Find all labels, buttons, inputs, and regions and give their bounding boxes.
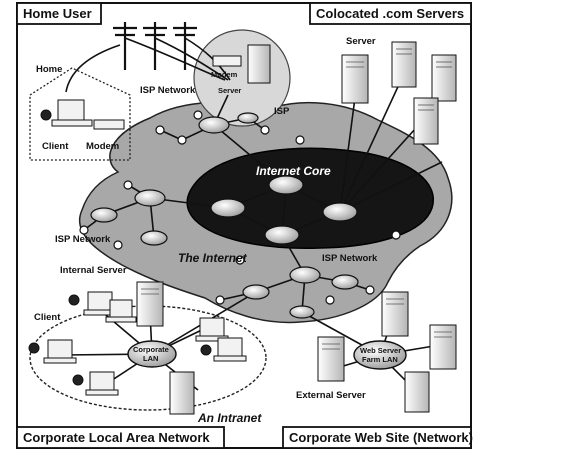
label-home-client: Client xyxy=(42,141,69,152)
client-workstations xyxy=(28,99,247,396)
label-web-server-farm-1: Web Server xyxy=(360,346,401,355)
modem-icons xyxy=(93,55,242,130)
label-internet-core: Internet Core xyxy=(256,164,331,178)
label-isp-network-left: ISP Network xyxy=(55,234,111,245)
label-isp-network-top: ISP Network xyxy=(140,85,196,96)
label-lan-client: Client xyxy=(34,312,61,323)
label-home: Home xyxy=(36,64,62,75)
corner-box-corporate-lan xyxy=(16,426,225,449)
label-isp: ISP xyxy=(274,106,290,117)
label-isp-modem: Modem xyxy=(211,70,238,79)
corner-box-home-user xyxy=(16,2,102,25)
small-ring-nodes xyxy=(79,110,401,305)
label-isp-network-right: ISP Network xyxy=(322,253,378,264)
home-enclosure xyxy=(29,67,131,161)
corner-title-colocated-servers: Colocated .com Servers xyxy=(316,6,464,21)
corner-box-corporate-web xyxy=(282,426,472,449)
corner-box-colocated xyxy=(309,2,472,25)
label-isp-server: Server xyxy=(218,86,241,95)
label-web-server-farm-2: Farm LAN xyxy=(362,355,398,364)
server-tower-details xyxy=(141,48,452,350)
label-home-modem: Modem xyxy=(86,141,119,152)
label-corporate-lan-2: LAN xyxy=(143,354,158,363)
router-nodes xyxy=(90,112,359,319)
corner-title-corporate-lan: Corporate Local Area Network xyxy=(23,430,210,445)
corporate-lan-hub xyxy=(127,340,177,368)
label-external-server: External Server xyxy=(296,390,366,401)
web-server-farm-hub xyxy=(353,340,407,370)
label-internal-server: Internal Server xyxy=(60,265,127,276)
internet-core xyxy=(186,147,435,250)
label-corporate-lan-1: Corporate xyxy=(133,345,169,354)
label-colocated-server: Server xyxy=(346,36,376,47)
corner-title-corporate-web-site: Corporate Web Site (Network) xyxy=(289,430,473,445)
telephone-poles-icon xyxy=(113,22,197,70)
corner-title-home-user: Home User xyxy=(23,6,92,21)
label-the-internet: The Internet xyxy=(178,251,248,265)
label-an-intranet: An Intranet xyxy=(197,411,262,425)
